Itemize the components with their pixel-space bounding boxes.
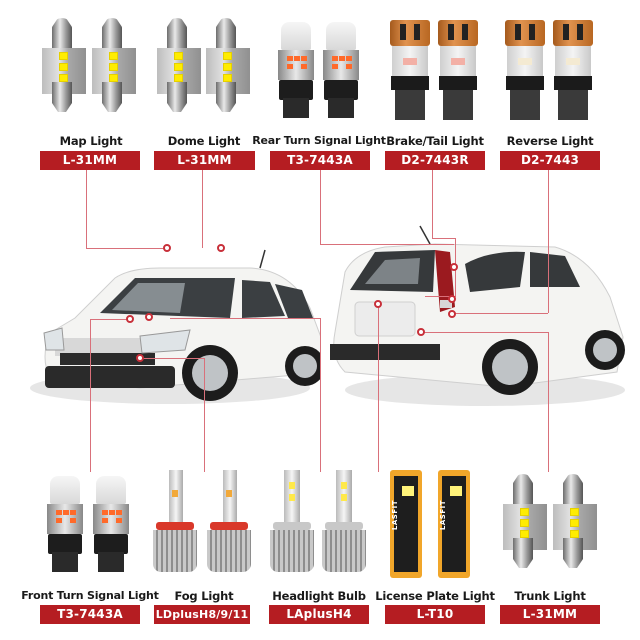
hotspot-reverse[interactable] bbox=[448, 310, 456, 318]
hotspot-front-turn[interactable] bbox=[145, 313, 153, 321]
copper-7443-red-bulb-icon bbox=[390, 2, 430, 120]
t10-led-bulb-icon: LASFIT bbox=[438, 470, 470, 578]
model-badge-reverse-light: D2-7443 bbox=[500, 151, 600, 170]
hotspot-map-light[interactable] bbox=[163, 244, 171, 252]
label-map-light: Map Light bbox=[59, 134, 123, 148]
h11-led-bulb-icon bbox=[207, 470, 251, 580]
model-badge-fog-light: LDplusH8/9/11 bbox=[154, 605, 250, 624]
suv-front-view-image bbox=[30, 249, 320, 404]
hotspot-headlight[interactable] bbox=[126, 315, 134, 323]
label-dome-light: Dome Light bbox=[167, 134, 241, 148]
copper-7443-white-bulb-icon bbox=[505, 2, 545, 120]
hotspot-fog-light[interactable] bbox=[136, 354, 144, 362]
hotspot-rear-turn[interactable] bbox=[450, 263, 458, 271]
amber-7443-bulb-icon bbox=[46, 468, 84, 573]
copper-7443-red-bulb-icon bbox=[438, 2, 478, 120]
festoon-bulb-icon bbox=[206, 10, 250, 120]
label-front-turn-signal: Front Turn Signal Light bbox=[21, 589, 159, 602]
model-badge-dome-light: L-31MM bbox=[154, 151, 255, 170]
label-headlight-bulb: Headlight Bulb bbox=[272, 589, 366, 603]
suv-rear-view-image bbox=[330, 225, 625, 406]
model-badge-rear-turn-signal: T3-7443A bbox=[270, 151, 370, 170]
model-badge-license-plate: L-T10 bbox=[385, 605, 485, 624]
h4-led-bulb-icon bbox=[270, 470, 314, 580]
h11-led-bulb-icon bbox=[153, 470, 197, 580]
amber-7443-bulb-icon bbox=[322, 14, 360, 119]
amber-7443-bulb-icon bbox=[92, 468, 130, 573]
t10-led-bulb-icon: LASFIT bbox=[390, 470, 422, 578]
festoon-bulb-icon bbox=[553, 466, 597, 576]
label-rear-turn-signal: Rear Turn Signal Light bbox=[252, 134, 386, 147]
hotspot-license-plate[interactable] bbox=[374, 300, 382, 308]
brand-label: LASFIT bbox=[439, 500, 447, 531]
h4-led-bulb-icon bbox=[322, 470, 366, 580]
model-badge-map-light: L-31MM bbox=[40, 151, 140, 170]
model-badge-brake-tail: D2-7443R bbox=[385, 151, 485, 170]
brand-label: LASFIT bbox=[391, 500, 399, 531]
hotspot-brake-tail[interactable] bbox=[448, 295, 456, 303]
model-badge-trunk-light: L-31MM bbox=[500, 605, 600, 624]
festoon-bulb-icon bbox=[157, 10, 201, 120]
festoon-bulb-icon bbox=[42, 10, 86, 120]
label-fog-light: Fog Light bbox=[174, 589, 234, 603]
label-brake-tail: Brake/Tail Light bbox=[386, 134, 484, 148]
model-badge-headlight-bulb: LAplusH4 bbox=[269, 605, 369, 624]
copper-7443-white-bulb-icon bbox=[553, 2, 593, 120]
label-license-plate: License Plate Light bbox=[375, 589, 495, 603]
model-badge-front-turn-signal: T3-7443A bbox=[40, 605, 140, 624]
festoon-bulb-icon bbox=[92, 10, 136, 120]
label-reverse-light: Reverse Light bbox=[506, 134, 594, 148]
hotspot-dome-light[interactable] bbox=[217, 244, 225, 252]
hotspot-trunk-light[interactable] bbox=[417, 328, 425, 336]
label-trunk-light: Trunk Light bbox=[514, 589, 586, 603]
amber-7443-bulb-icon bbox=[277, 14, 315, 119]
festoon-bulb-icon bbox=[503, 466, 547, 576]
